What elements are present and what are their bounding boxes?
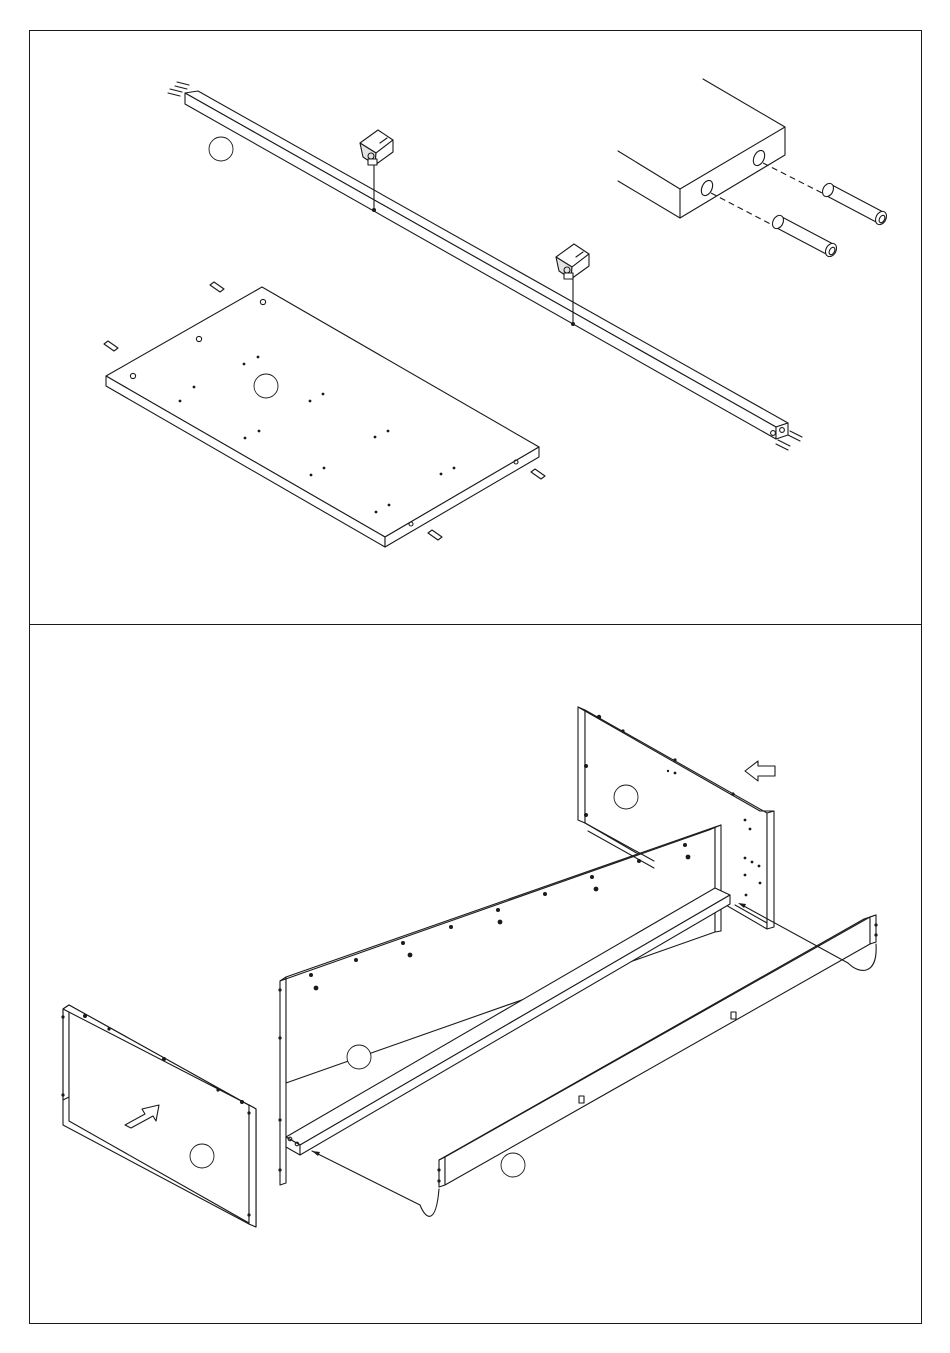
push-arrow-icon [745, 761, 775, 781]
dowel-detail [618, 79, 889, 259]
part-callout-back-side [614, 785, 638, 809]
step-2-drawing [30, 625, 923, 1325]
wooden-dowel-icon [820, 181, 888, 226]
part-callout-rail [209, 137, 233, 161]
part-callout-front-rail [501, 1153, 525, 1177]
front-side-panel [61, 1005, 256, 1227]
part-callout-long-panel [347, 1045, 371, 1069]
step-1-drawing [30, 31, 923, 626]
bottom-board [106, 287, 539, 547]
step-1-panel [29, 30, 922, 625]
part-callout-front-side [190, 1144, 214, 1168]
part-callout-board [254, 374, 278, 398]
wooden-dowel-icon [770, 213, 838, 258]
step-2-panel [29, 624, 922, 1324]
